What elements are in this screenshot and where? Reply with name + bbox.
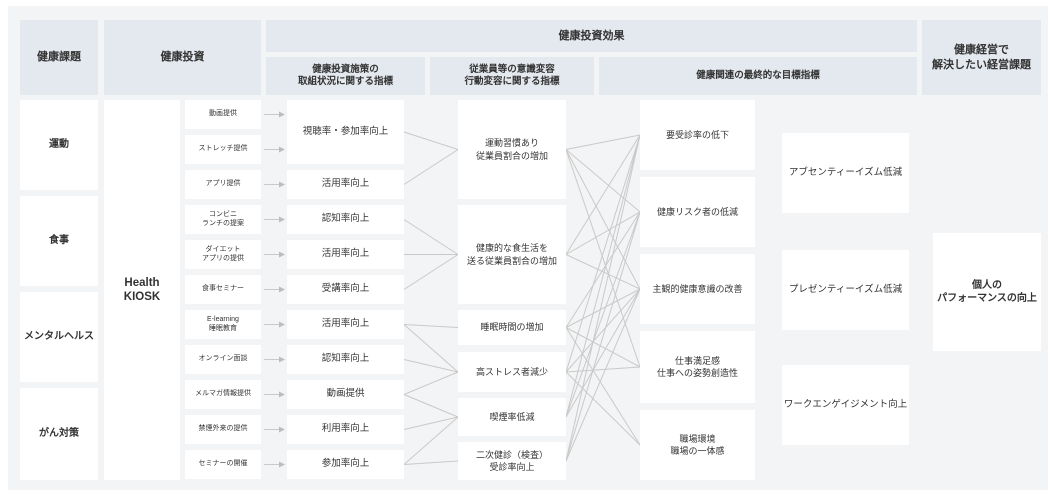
behavior-target-line [565, 327, 641, 446]
kiosk-cell: Health KIOSK [104, 100, 180, 480]
indicator-cell: 活用率向上 [287, 240, 404, 269]
indicator-behavior-line [403, 219, 459, 255]
management-cell: ワークエンゲイジメント向上 [782, 365, 909, 445]
indicator-behavior-line [403, 371, 459, 395]
target-cell: 健康リスク者の低減 [640, 177, 755, 247]
header-initiative-indicator: 健康投資施策の 取組状況に関する指標 [266, 57, 425, 95]
header-investment-effect: 健康投資効果 [266, 20, 917, 52]
behavior-target-line [565, 211, 641, 418]
measure-cell: 動画提供 [185, 100, 261, 129]
indicator-behavior-line [403, 460, 459, 465]
measure-cell: メルマガ情報提供 [185, 380, 261, 409]
behavior-target-line [565, 134, 641, 462]
measure-cell: ダイエット アプリの提供 [185, 240, 261, 269]
indicator-cell: 参加率向上 [287, 450, 404, 479]
header-management-issue: 健康経営で 解決したい経営課題 [922, 20, 1041, 95]
behavior-target-line [565, 211, 641, 328]
behavior-cell: 睡眠時間の増加 [458, 310, 566, 345]
indicator-behavior-line [403, 254, 459, 290]
behavior-target-line [565, 366, 641, 373]
health-issue-cell: がん対策 [20, 388, 98, 480]
measure-cell: コンビニ ランチの提案 [185, 205, 261, 234]
behavior-cell: 健康的な食生活を 送る従業員割合の増加 [458, 205, 566, 304]
indicator-cell: 活用率向上 [287, 170, 404, 199]
target-cell: 職場環境 職場の一体感 [640, 410, 755, 480]
measure-cell: ストレッチ提供 [185, 135, 261, 164]
behavior-target-line [565, 288, 641, 328]
management-cell: プレゼンティーイズム低減 [782, 250, 909, 330]
behavior-target-line [565, 211, 641, 255]
indicator-cell: 動画提供 [287, 380, 404, 409]
indicator-behavior-line [403, 416, 459, 430]
header-health-issue: 健康課題 [20, 20, 98, 95]
management-cell: アブセンティーイズム低減 [782, 133, 909, 213]
behavior-target-line [565, 149, 641, 368]
behavior-target-line [565, 134, 641, 418]
goal-cell: 個人の パフォーマンスの向上 [933, 233, 1041, 351]
behavior-cell: 高ストレス者減少 [458, 352, 566, 392]
measure-cell: アプリ提供 [185, 170, 261, 199]
indicator-behavior-line [403, 324, 459, 373]
measure-cell: E-learning 睡眠教育 [185, 310, 261, 339]
health-issue-cell: 食事 [20, 196, 98, 286]
behavior-target-line [565, 211, 641, 462]
target-cell: 要受診率の低下 [640, 100, 755, 170]
indicator-behavior-line [403, 149, 459, 185]
indicator-cell: 認知率向上 [287, 345, 404, 374]
indicator-cell: 利用率向上 [287, 415, 404, 444]
measure-cell: 禁煙外来の提供 [185, 415, 261, 444]
indicator-behavior-line [403, 131, 459, 150]
behavior-cell: 運動習慣あり 従業員割合の増加 [458, 100, 566, 199]
behavior-target-line [565, 288, 641, 373]
indicator-cell: 活用率向上 [287, 310, 404, 339]
behavior-target-line [565, 288, 641, 418]
behavior-cell: 喫煙率低減 [458, 398, 566, 436]
target-cell: 仕事満足感 仕事への姿勢創造性 [640, 331, 755, 403]
indicator-cell: 視聴率・参加率向上 [287, 100, 404, 164]
health-issue-cell: 運動 [20, 100, 98, 190]
behavior-target-line [565, 134, 641, 150]
behavior-target-line [565, 149, 641, 213]
target-cell: 主観的健康意識の改善 [640, 254, 755, 324]
indicator-behavior-line [403, 359, 459, 373]
behavior-cell: 二次健診（検査） 受診率向上 [458, 442, 566, 480]
behavior-target-line [565, 254, 641, 290]
indicator-behavior-line [403, 394, 459, 418]
indicator-cell: 受講率向上 [287, 275, 404, 304]
behavior-target-line [565, 288, 641, 462]
health-issue-cell: メンタルヘルス [20, 292, 98, 382]
indicator-behavior-line [403, 416, 459, 465]
header-final-indicator: 健康関連の最終的な目標指標 [599, 57, 917, 95]
behavior-target-line [565, 149, 641, 290]
behavior-target-line [565, 134, 641, 255]
indicator-behavior-line [403, 324, 459, 328]
measure-cell: オンライン面談 [185, 345, 261, 374]
indicator-cell: 認知率向上 [287, 205, 404, 234]
measure-cell: セミナーの開催 [185, 450, 261, 479]
header-behavior-indicator: 従業員等の意識変容 行動変容に関する指標 [430, 57, 594, 95]
header-health-investment: 健康投資 [104, 20, 261, 95]
behavior-target-line [565, 134, 641, 373]
measure-cell: 食事セミナー [185, 275, 261, 304]
